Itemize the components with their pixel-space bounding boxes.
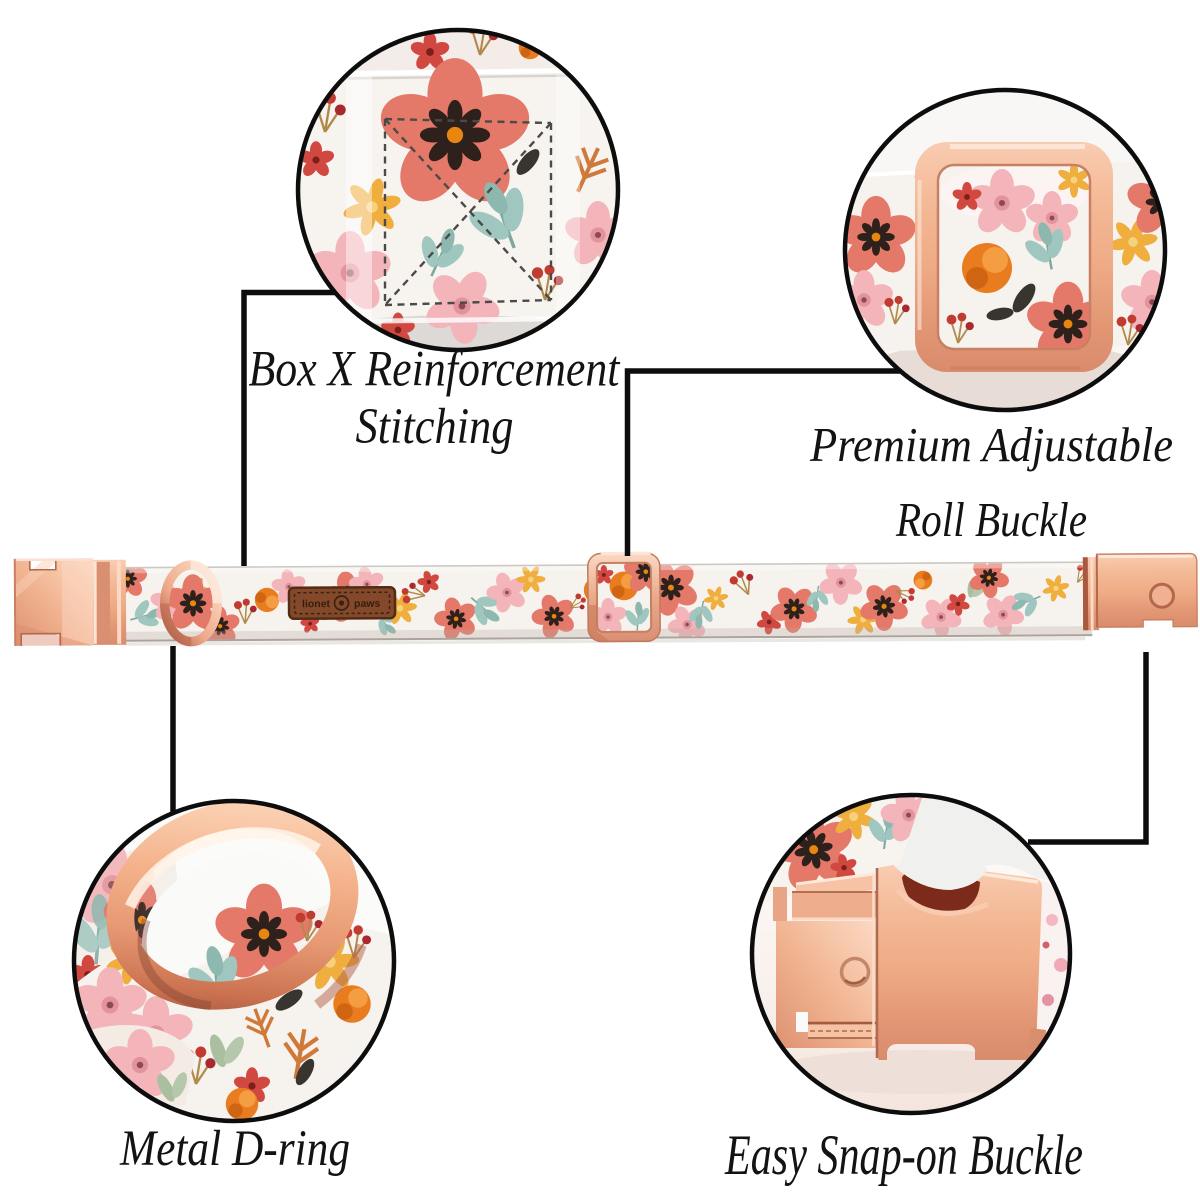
svg-text:Easy Snap-on Buckle: Easy Snap-on Buckle	[724, 1124, 1083, 1187]
svg-text:paws: paws	[354, 598, 380, 610]
svg-text:Roll Buckle: Roll Buckle	[895, 492, 1087, 547]
svg-text:Metal D-ring: Metal D-ring	[119, 1121, 350, 1177]
svg-text:lionet: lionet	[302, 598, 331, 610]
svg-text:Stitching: Stitching	[356, 399, 514, 455]
svg-text:Box X Reinforcement: Box X Reinforcement	[249, 342, 622, 398]
svg-text:Premium Adjustable: Premium Adjustable	[809, 417, 1173, 472]
